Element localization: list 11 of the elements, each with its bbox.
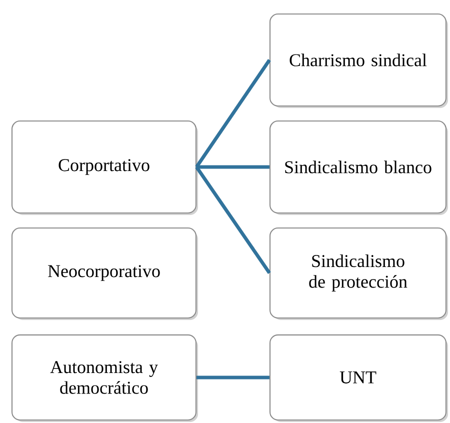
text-box: Sindicalismo de protección [269, 227, 447, 319]
connector-line [195, 59, 271, 168]
text-box: Sindicalismo blanco [269, 120, 447, 214]
text-box: UNT [269, 334, 447, 421]
text-box: Autonomista y democrático [11, 334, 197, 421]
text-box: Charrismo sindical [269, 13, 447, 107]
connector-line [196, 165, 270, 169]
connector-line [195, 166, 271, 274]
text-box: Corportativo [11, 120, 197, 214]
text-box: Neocorporativo [11, 227, 197, 319]
connector-line [196, 376, 270, 380]
